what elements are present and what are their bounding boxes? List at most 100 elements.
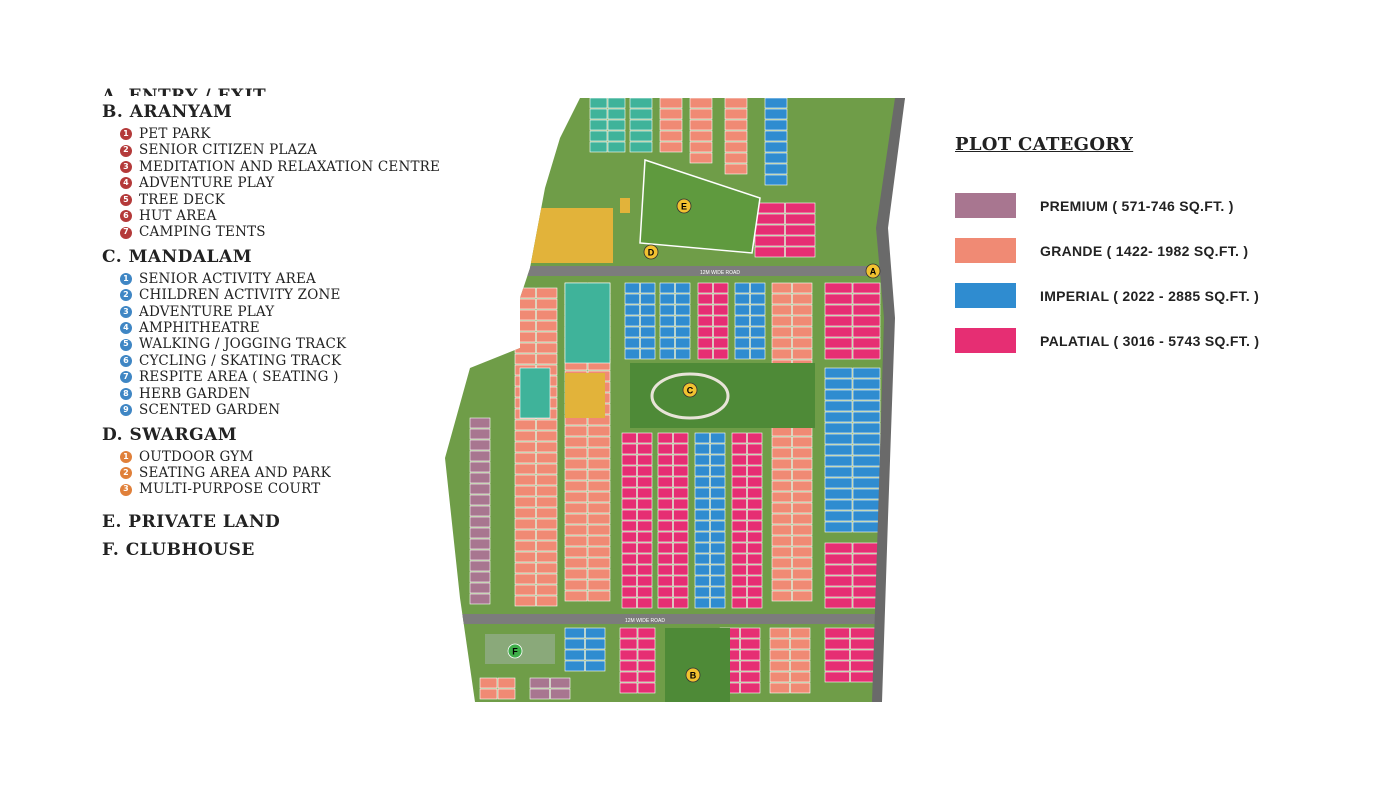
plot xyxy=(724,141,748,153)
amenity-number-badge: 9 xyxy=(120,404,132,417)
plot xyxy=(764,108,788,120)
plot xyxy=(673,564,689,576)
plot xyxy=(536,419,558,431)
plot xyxy=(587,590,611,602)
plot xyxy=(713,337,729,349)
plot xyxy=(637,476,653,488)
plot xyxy=(734,304,750,316)
plot xyxy=(731,564,747,576)
plot xyxy=(621,443,637,455)
plot xyxy=(607,130,626,142)
plot xyxy=(710,564,726,576)
plot xyxy=(724,108,748,120)
section-clubhouse: F. CLUBHOUSE xyxy=(102,539,255,560)
plot xyxy=(792,304,813,316)
plot xyxy=(607,141,626,153)
category-label: PALATIAL ( 3016 - 5743 SQ.FT. ) xyxy=(1040,332,1260,349)
plot xyxy=(564,535,588,547)
section-private-land: E. PRIVATE LAND xyxy=(102,511,281,532)
plot xyxy=(790,649,811,661)
plot xyxy=(657,432,673,444)
plot xyxy=(637,487,653,499)
amenity-label: ADVENTURE PLAY xyxy=(139,303,275,320)
plot xyxy=(469,472,491,484)
plot xyxy=(792,458,813,470)
plot xyxy=(621,487,637,499)
plot xyxy=(469,483,491,495)
plot xyxy=(536,529,558,541)
plot xyxy=(697,282,713,294)
plot xyxy=(710,597,726,609)
plot xyxy=(564,568,588,580)
plot xyxy=(536,562,558,574)
plot xyxy=(824,521,853,533)
plot xyxy=(514,419,536,431)
svg-text:E: E xyxy=(681,202,687,212)
plot xyxy=(675,326,691,338)
plot xyxy=(852,542,881,554)
plot xyxy=(747,454,763,466)
plot xyxy=(589,130,608,142)
plot xyxy=(754,246,785,258)
plot xyxy=(771,447,792,459)
plot xyxy=(785,246,816,258)
plot xyxy=(657,520,673,532)
plot xyxy=(764,163,788,175)
plot xyxy=(564,557,588,569)
amenity-label: AMPHITHEATRE xyxy=(139,320,260,337)
plot xyxy=(536,474,558,486)
plot xyxy=(792,480,813,492)
plot xyxy=(657,586,673,598)
plot-block xyxy=(519,367,551,419)
plot xyxy=(771,557,792,569)
amenity-number-badge: 6 xyxy=(120,355,132,368)
plot xyxy=(754,224,785,236)
open-space-block xyxy=(620,198,630,213)
plot xyxy=(607,119,626,131)
plot xyxy=(564,649,585,661)
amenity-number-badge: 4 xyxy=(120,177,132,190)
plot xyxy=(697,326,713,338)
plot xyxy=(731,432,747,444)
plot xyxy=(469,571,491,583)
plot xyxy=(824,282,853,294)
plot xyxy=(469,428,491,440)
amenity-label: HUT AREA xyxy=(139,208,217,225)
plot xyxy=(710,443,726,455)
plot xyxy=(536,540,558,552)
plot xyxy=(536,595,558,607)
plot xyxy=(697,304,713,316)
plot xyxy=(514,529,536,541)
plot xyxy=(689,98,713,109)
plot-block xyxy=(564,282,611,364)
plot xyxy=(734,326,750,338)
plot xyxy=(469,560,491,572)
plot xyxy=(689,152,713,164)
plot xyxy=(852,455,881,467)
plot xyxy=(747,465,763,477)
main-road xyxy=(872,98,905,702)
plot xyxy=(731,443,747,455)
plot xyxy=(769,638,790,650)
amenity-number-badge: 3 xyxy=(120,483,132,496)
plot xyxy=(764,98,788,109)
plot xyxy=(469,450,491,462)
plot xyxy=(673,487,689,499)
plot xyxy=(731,520,747,532)
plot xyxy=(621,476,637,488)
plot xyxy=(747,531,763,543)
plot xyxy=(624,326,640,338)
amenity-number-badge: 1 xyxy=(120,450,132,463)
plot xyxy=(536,342,558,354)
plot xyxy=(673,465,689,477)
plot xyxy=(536,485,558,497)
plot xyxy=(675,282,691,294)
palatial-swatch xyxy=(955,328,1016,353)
plot xyxy=(852,510,881,522)
plot xyxy=(536,518,558,530)
plot xyxy=(589,141,608,153)
plot xyxy=(697,293,713,305)
